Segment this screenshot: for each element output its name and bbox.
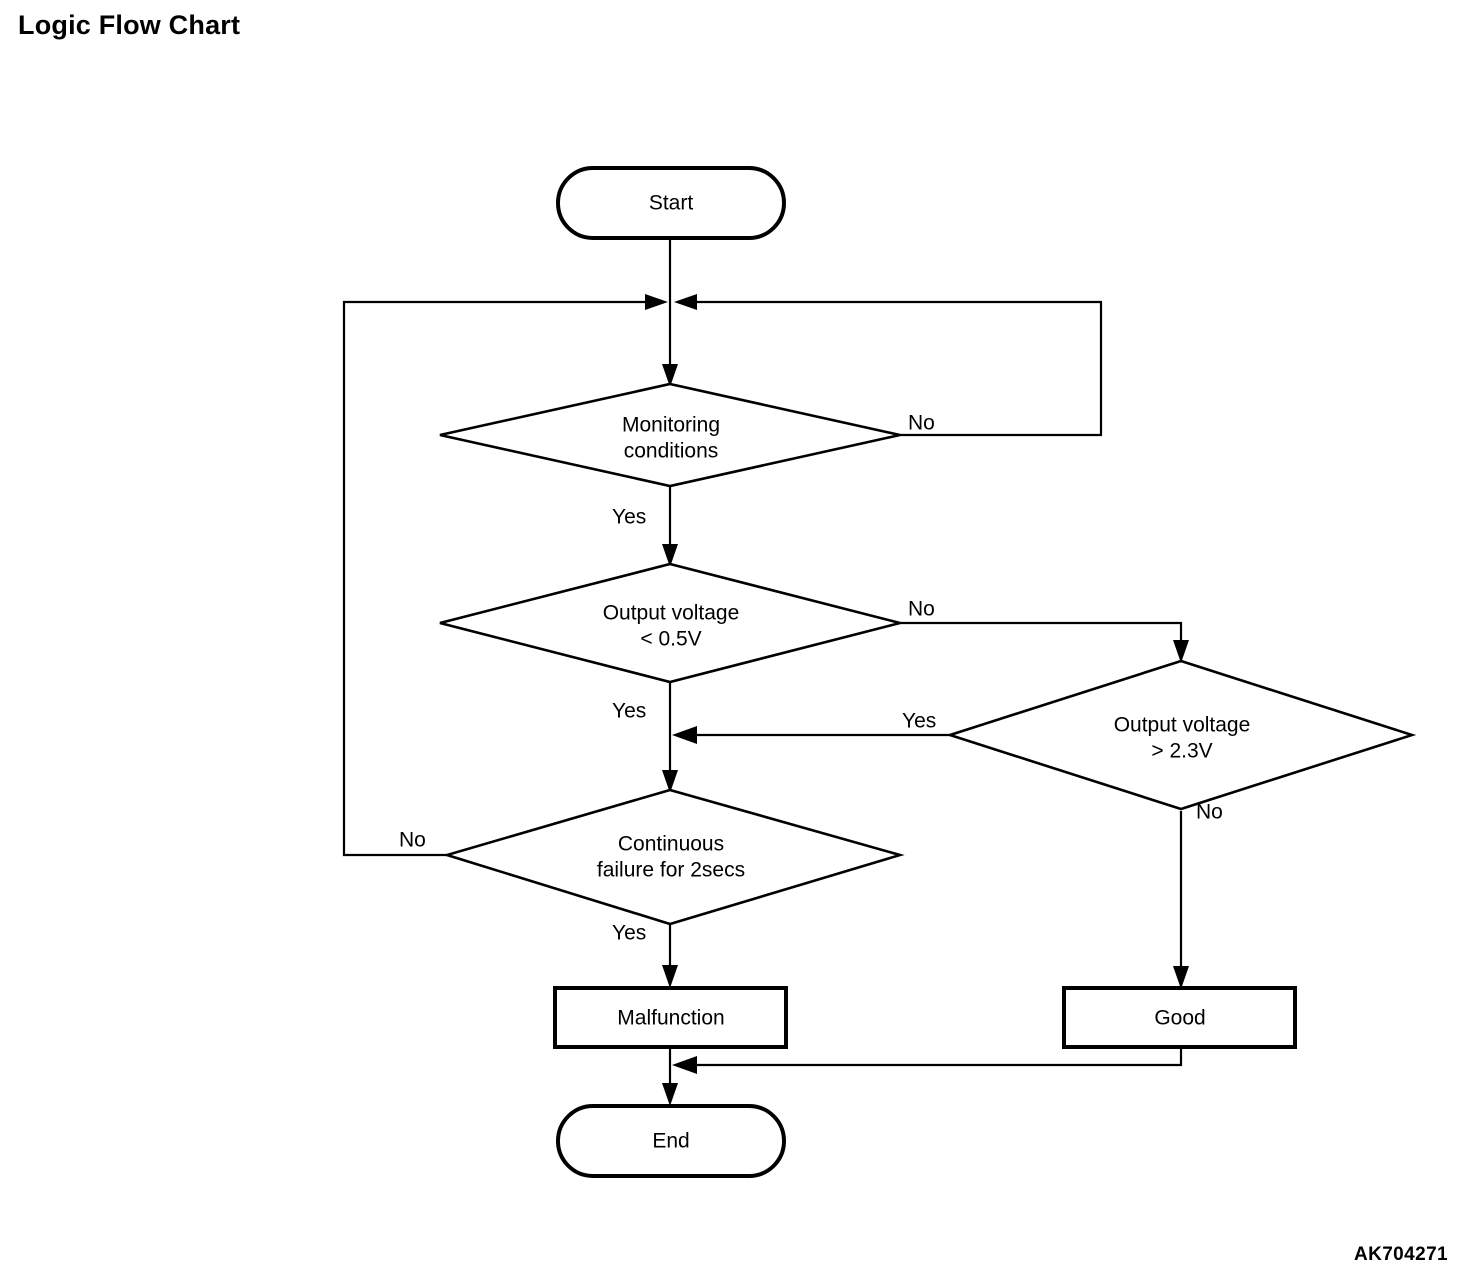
node-good[interactable] [1062,986,1297,1049]
arrowhead-into-continuous [662,770,678,793]
node-start-label: Start [649,192,694,215]
node-good-label: Good [1154,1007,1205,1030]
node-malfunction-label: Malfunction [617,1007,724,1030]
edge-label-v-low-yes: Yes [612,700,646,723]
node-continuous-failure[interactable] [442,788,905,926]
node-monitoring-conditions[interactable] [439,382,901,488]
arrowhead-into-monitoring [662,364,678,387]
edge-label-monitoring-no: No [908,412,935,435]
node-malfunction[interactable] [553,986,788,1049]
node-end-label: End [652,1130,689,1153]
edge-label-v-low-no: No [908,598,935,621]
node-continuous-line1: Continuous [618,833,724,856]
node-continuous-line2: failure for 2secs [597,859,745,882]
arrowhead-good-merge [672,1056,697,1074]
edge-continuous-no-loopback [342,300,660,857]
edge-v-low-no [900,621,1183,659]
node-v-low-line2: < 0.5V [640,628,701,651]
page-title: Logic Flow Chart [18,10,241,40]
node-output-voltage-low[interactable] [439,562,901,684]
node-monitoring-line2: conditions [624,440,719,463]
arrowhead-into-end [662,1083,678,1106]
edge-good-to-end [682,1046,1183,1067]
arrowhead-into-good [1173,966,1189,989]
node-v-high-line2: > 2.3V [1151,740,1212,763]
edge-label-continuous-no: No [399,829,426,852]
node-monitoring-line1: Monitoring [622,414,720,437]
figure-code: AK704271 [1353,1244,1448,1265]
edge-label-v-high-yes: Yes [902,710,936,733]
edge-label-continuous-yes: Yes [612,922,646,945]
arrowhead-loopback-right [674,294,697,310]
node-v-high-line1: Output voltage [1114,714,1251,737]
node-end[interactable] [556,1104,786,1178]
node-v-low-line1: Output voltage [603,602,740,625]
edge-monitoring-no-loopback [682,300,1103,437]
edge-label-monitoring-yes: Yes [612,506,646,529]
node-start[interactable] [556,166,786,240]
node-output-voltage-high[interactable] [945,659,1417,811]
arrowhead-into-v-high [1173,640,1189,663]
arrowhead-v-high-yes-merge [672,726,697,744]
edge-label-v-high-no: No [1196,801,1223,824]
arrowhead-into-v-low [662,544,678,567]
arrowhead-into-malfunction [662,965,678,988]
arrowhead-loopback-left [645,294,668,310]
